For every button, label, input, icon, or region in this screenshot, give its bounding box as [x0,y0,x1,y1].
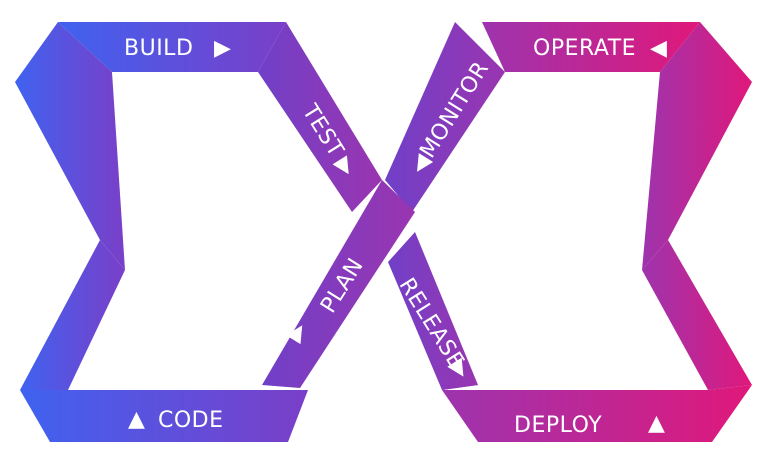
label-operate-group: OPERATE ◀ [533,36,667,61]
label-build: BUILD [124,36,193,61]
arrow-up-icon: ▲ [128,407,145,432]
label-code: CODE [158,408,224,433]
segment-left-upper-side [15,22,125,270]
segment-left-lower-side [20,240,125,390]
label-deploy: DEPLOY [514,413,602,438]
label-deploy-group: DEPLOY ▲ [514,411,665,438]
segment-right-upper-side [642,22,752,270]
segment-right-lower-side [642,240,752,390]
segment-plan [262,180,415,388]
arrow-up-icon: ▲ [648,411,665,436]
segment-deploy [442,385,752,442]
segment-monitor [385,22,505,212]
label-code-group: ▲ CODE [128,407,224,433]
segment-code [20,390,308,442]
label-operate: OPERATE [533,36,636,61]
segment-operate [482,22,700,72]
arrow-left-icon: ◀ [650,36,667,61]
segment-test [258,22,382,212]
segment-release-body [388,232,478,390]
arrow-right-icon: ▶ [214,36,231,61]
label-build-group: BUILD ▶ [124,36,231,61]
segment-build [58,22,286,72]
